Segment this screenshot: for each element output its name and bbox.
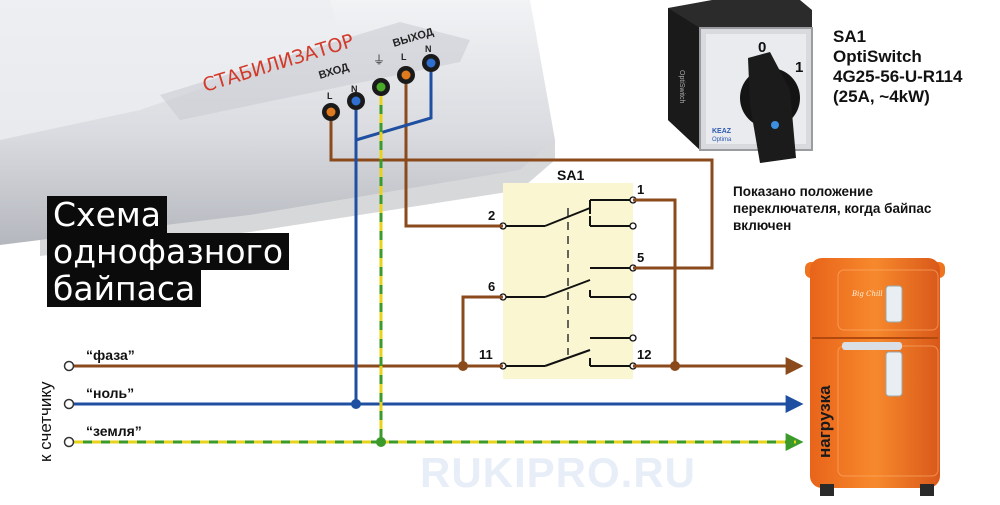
switch-spec-line-3: 4G25-56-U-R114 <box>833 67 963 86</box>
title-line-2: однофазного <box>47 233 290 270</box>
fridge-brand-text: Big Chill <box>851 290 883 298</box>
title-line-1: Схема <box>47 196 167 233</box>
switch-terminal-1b <box>629 222 637 230</box>
terminal-input-n <box>347 92 365 110</box>
switch-terminal-5b <box>629 293 637 301</box>
contact-group-bottom <box>503 337 633 367</box>
load-label: нагрузка <box>815 385 834 458</box>
switch-spec-block: SA1 OptiSwitch 4G25-56-U-R114 (25А, ~4kW… <box>833 27 962 107</box>
earth-label: “земля” <box>86 423 142 439</box>
ground-symbol-icon: ⏚ <box>373 53 385 67</box>
title-line-3: байпаса <box>47 270 202 307</box>
junction-dots <box>351 361 680 447</box>
contact-group-top <box>503 199 633 227</box>
load-fridge-image: Big Chill нагрузка <box>805 258 945 496</box>
output-n-label: N <box>425 44 432 54</box>
terminal-label-5: 5 <box>637 250 644 265</box>
terminal-output-n <box>422 54 440 72</box>
terminal-label-6: 6 <box>488 279 495 294</box>
switch-terminal-12b <box>629 334 637 342</box>
terminal-output-l <box>397 66 415 84</box>
switch-position-1: 1 <box>795 59 803 76</box>
terminal-input-l <box>322 103 340 121</box>
input-n-label: N <box>351 84 358 94</box>
terminal-label-2: 2 <box>488 208 495 223</box>
switch-side-label: OptiSwitch <box>678 70 685 104</box>
stabilizer-unit: СТАБИЛИЗАТОР ВХОД ВЫХОД L N ⏚ L N <box>0 0 555 256</box>
earth-input-terminal <box>63 436 75 448</box>
switch-spec-line-2: OptiSwitch <box>833 47 922 66</box>
switch-spec-line-4: (25А, ~4kW) <box>833 87 930 106</box>
earth-wires <box>74 96 804 451</box>
meter-label: к счетчику <box>36 381 55 462</box>
output-l-label: L <box>401 52 407 62</box>
neutral-input-terminal <box>63 398 75 410</box>
switch-position-note: Показано положение переключателя, когда … <box>733 184 932 233</box>
switch-name: SA1 <box>557 167 584 183</box>
switch-maker-label: KEAZ <box>712 128 732 135</box>
phase-input-terminal <box>63 360 75 372</box>
terminal-label-1: 1 <box>637 182 644 197</box>
terminal-ground <box>372 78 390 96</box>
switch-maker-sub: Optima <box>712 137 732 143</box>
switch-spec-line-1: SA1 <box>833 27 867 46</box>
input-l-label: L <box>327 91 333 101</box>
terminal-label-11: 11 <box>479 347 493 362</box>
contact-group-middle <box>503 267 633 298</box>
rotary-switch-image: 0 1 KEAZ Optima OptiSwitch <box>668 0 813 163</box>
neutral-label: “ноль” <box>86 385 134 401</box>
phase-wires <box>74 84 804 375</box>
switch-position-0: 0 <box>758 39 766 56</box>
switch-schematic: SA1 <box>479 167 651 379</box>
watermark-text: RUKIPRO.RU <box>420 449 697 496</box>
phase-label: “фаза” <box>86 347 135 363</box>
terminal-label-12: 12 <box>637 347 651 362</box>
